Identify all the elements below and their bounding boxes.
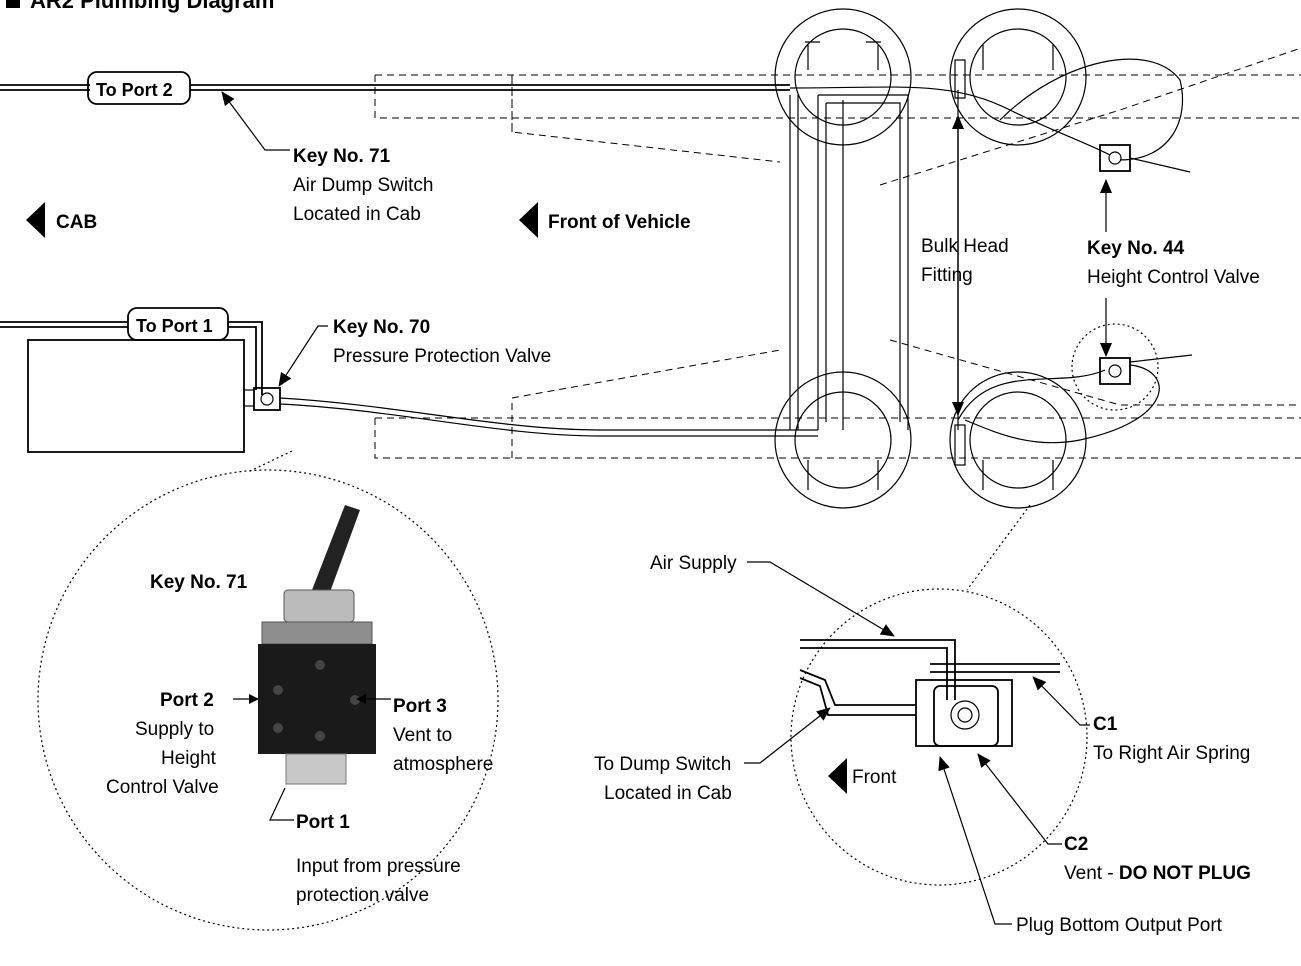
c1-desc: To Right Air Spring — [1093, 743, 1250, 764]
height-control-valve-top — [1099, 144, 1191, 173]
key71-line2: Located in Cab — [293, 204, 421, 225]
bulk-head-line2: Fitting — [921, 265, 973, 286]
port1-line1: Input from pressure — [296, 856, 461, 877]
port2-line1: Supply to — [135, 719, 214, 740]
switch-detail-ring — [37, 469, 499, 931]
dump-line2: Located in Cab — [604, 783, 732, 804]
diagram-title: AR2 Plumbing Diagram — [30, 0, 274, 13]
to-port-2-box — [87, 71, 191, 105]
port1-title: Port 1 — [296, 812, 350, 833]
title-bullet-icon — [6, 0, 20, 8]
valve-detail-circle — [790, 588, 1088, 886]
dump-switch-leader — [744, 707, 831, 764]
c1-title: C1 — [1093, 714, 1118, 735]
wheel-bottom-right — [949, 371, 1087, 509]
port1-line2: protection valve — [296, 885, 429, 906]
port1-leader — [269, 787, 294, 821]
key71-leader — [221, 91, 290, 151]
front-of-vehicle-label: Front of Vehicle — [548, 212, 691, 233]
c2-title: C2 — [1064, 834, 1088, 855]
front-label: Front — [852, 767, 897, 788]
pressure-protection-valve — [253, 387, 281, 411]
c1-leader — [1032, 676, 1090, 726]
valve-detail-ring — [1071, 323, 1159, 411]
key70-line1: Pressure Protection Valve — [333, 346, 551, 367]
bulk-head-fitting-bottom — [954, 424, 966, 466]
switch-key-title: Key No. 71 — [150, 572, 248, 593]
to-port-1-box — [127, 307, 229, 341]
key70-title: Key No. 70 — [333, 317, 430, 338]
c2-desc-warning: DO NOT PLUG — [1119, 863, 1251, 884]
c2-leader — [977, 753, 1062, 845]
plug-label: Plug Bottom Output Port — [1016, 915, 1223, 936]
air-supply-leader — [747, 561, 895, 637]
c2-desc-normal: Vent - — [1064, 863, 1119, 884]
cab-label: CAB — [56, 212, 97, 233]
bulk-head-fitting-top — [954, 59, 966, 99]
valve-port-icon — [260, 392, 274, 406]
to-port-2-label: To Port 2 — [96, 80, 173, 100]
dump-switch-image — [258, 505, 376, 785]
port2-line3: Control Valve — [106, 777, 219, 798]
cab-arrow-icon — [26, 202, 45, 238]
air-supply-label: Air Supply — [650, 553, 737, 574]
port3-line2: atmosphere — [393, 754, 493, 775]
bulk-head-line1: Bulk Head — [921, 236, 1009, 257]
key71-line1: Air Dump Switch — [293, 175, 433, 196]
key44-line1: Height Control Valve — [1087, 267, 1260, 288]
to-port-1-label: To Port 1 — [136, 316, 213, 336]
wheel-top-right — [949, 8, 1087, 146]
port3-line1: Vent to — [393, 725, 452, 746]
dump-line1: To Dump Switch — [594, 754, 731, 775]
c2-desc: Vent - DO NOT PLUG — [1064, 863, 1251, 884]
port3-title: Port 3 — [393, 696, 447, 717]
port2-title: Port 2 — [160, 690, 214, 711]
valve-detail-link — [966, 504, 1031, 591]
air-lines — [0, 58, 1184, 444]
key70-leader — [278, 325, 328, 387]
front-of-vehicle-arrow-icon — [519, 202, 538, 238]
air-tank — [27, 339, 245, 453]
plug-leader — [938, 756, 1012, 925]
valve-closeup — [799, 639, 1060, 747]
key71-title: Key No. 71 — [293, 146, 391, 167]
port2-line2: Height — [161, 748, 217, 769]
front-arrow-icon — [828, 758, 847, 794]
tank-fitting — [243, 389, 255, 407]
height-control-valve-bottom — [1099, 354, 1193, 385]
key44-title: Key No. 44 — [1087, 238, 1185, 259]
switch-detail-link — [247, 450, 293, 473]
